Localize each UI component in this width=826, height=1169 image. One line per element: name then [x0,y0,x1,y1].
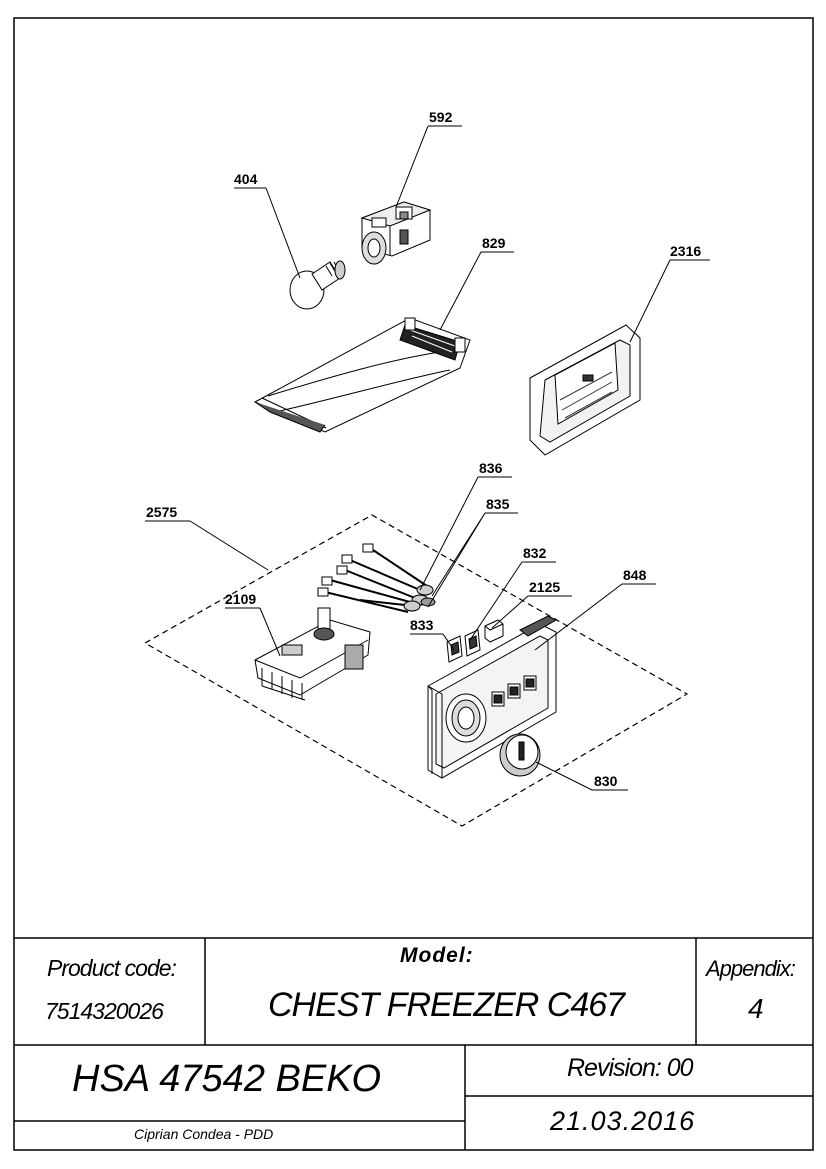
callout-592: 592 [429,109,453,125]
author: Ciprian Condea - PDD [134,1126,274,1142]
callout-2316: 2316 [670,243,701,259]
product-code-label: Product code: [47,955,177,981]
title-block-grid [14,937,813,1150]
model-value: CHEST FREEZER C467 [268,986,625,1024]
model-label: Model: [400,944,474,967]
leader-lines [145,125,710,791]
callout-829: 829 [482,235,506,251]
part-lamp-holder [360,201,432,265]
part-wire-harness [317,543,436,613]
callout-830: 830 [594,773,618,789]
part-small-indicators [446,619,504,663]
part-control-panel [427,615,558,779]
callout-836: 836 [479,460,503,476]
callout-835: 835 [486,496,510,512]
callout-2125: 2125 [529,579,560,595]
callout-833: 833 [410,617,434,633]
part-back-plate [529,324,641,456]
callout-832: 832 [523,545,547,561]
sheet-frame [13,17,814,1151]
date: 21.03.2016 [550,1106,696,1136]
appendix-value: 4 [748,993,764,1024]
callout-404: 404 [234,171,258,187]
callout-2575: 2575 [146,504,177,520]
revision: Revision: 00 [567,1054,694,1082]
product-code-value: 7514320026 [45,998,164,1024]
part-name: HSA 47542 BEKO [72,1058,382,1100]
assembly-boundary [143,514,689,827]
part-bulb [289,260,346,310]
part-knob [499,733,541,777]
callout-848: 848 [623,567,647,583]
part-thermostat [254,607,371,701]
appendix-label: Appendix: [706,956,796,981]
callout-2109: 2109 [225,591,256,607]
part-lamp-cover [253,317,471,433]
